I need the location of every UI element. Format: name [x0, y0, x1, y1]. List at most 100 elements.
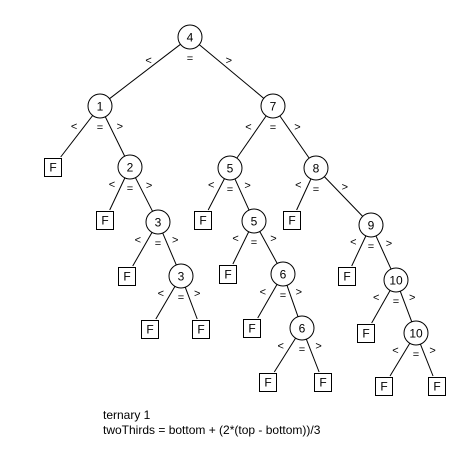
leaf-box [44, 158, 62, 177]
tree-edge [296, 178, 312, 211]
leaf-node: F [192, 320, 210, 339]
tree-edge [207, 178, 225, 211]
greater-than-label: > [194, 288, 200, 300]
leaf-label: F [288, 214, 295, 228]
equals-label: = [313, 184, 319, 196]
node-circle [270, 261, 296, 287]
tree-node: 10 [403, 320, 429, 346]
node-value: 6 [280, 268, 287, 282]
leaf-node: F [118, 267, 136, 286]
tree-edge [162, 232, 177, 266]
less-than-label: < [158, 288, 164, 300]
tree-node: 5 [217, 155, 243, 181]
equals-label: = [393, 296, 399, 308]
tree-edge [259, 231, 278, 264]
greater-than-label: > [315, 340, 321, 352]
equals-label: = [270, 122, 276, 134]
less-than-label: < [71, 121, 77, 133]
tree-edge [286, 285, 299, 317]
leaf-label: F [264, 376, 271, 390]
node-circle [145, 209, 171, 235]
diagram-caption: ternary 1 twoThirds = bottom + (2*(top -… [103, 408, 320, 438]
node-value: 1 [97, 100, 104, 114]
less-than-label: < [208, 180, 214, 192]
tree-edge [305, 339, 320, 373]
greater-than-label: > [294, 121, 300, 133]
greater-than-label: > [409, 292, 415, 304]
tree-node: 8 [303, 155, 329, 181]
leaf-node: F [283, 211, 301, 230]
node-circle [289, 315, 315, 341]
node-circle [217, 155, 243, 181]
less-than-label: < [232, 233, 238, 245]
greater-than-label: > [429, 345, 435, 357]
tree-edge [279, 115, 310, 159]
node-value: 4 [187, 31, 194, 45]
tree-node: 4 [177, 24, 203, 50]
leaf-node: F [357, 324, 375, 343]
leaf-node: F [219, 265, 237, 284]
less-than-label: < [392, 345, 398, 357]
leaf-node: F [96, 211, 114, 230]
leaf-box [338, 267, 356, 286]
leaf-label: F [248, 322, 255, 336]
tree-edge [155, 286, 176, 320]
tree-edge [389, 343, 411, 377]
tree-edge [273, 337, 297, 373]
tree-node: 3 [145, 209, 171, 235]
leaf-label: F [146, 323, 153, 337]
greater-than-label: > [342, 182, 348, 194]
equals-label: = [368, 241, 374, 253]
less-than-label: < [295, 180, 301, 192]
tree-node: 1 [87, 93, 113, 119]
leaf-label: F [380, 380, 387, 394]
equals-label: = [178, 292, 184, 304]
tree-node: 6 [270, 261, 296, 287]
greater-than-label: > [296, 286, 302, 298]
greater-than-label: > [146, 180, 152, 192]
node-circle [241, 208, 267, 234]
tree-edge [232, 231, 250, 265]
leaf-node: F [314, 373, 332, 392]
leaf-box [192, 320, 210, 339]
node-circle [358, 212, 384, 238]
tree-edge [198, 44, 265, 99]
node-value: 3 [178, 270, 185, 284]
tree-edge [323, 176, 364, 217]
greater-than-label: > [117, 121, 123, 133]
leaf-label: F [123, 270, 130, 284]
leaf-node: F [428, 377, 446, 396]
equals-label: = [251, 237, 257, 249]
tree-edge [132, 232, 153, 267]
tree-edge [257, 284, 278, 319]
leaf-node: F [375, 377, 393, 396]
less-than-label: < [350, 236, 356, 248]
leaf-box [219, 265, 237, 284]
node-circle [403, 320, 429, 346]
tree-edge [109, 177, 126, 211]
less-than-label: < [135, 234, 141, 246]
tree-edge [184, 287, 198, 320]
tree-node: 2 [117, 154, 143, 180]
leaf-box [96, 211, 114, 230]
equals-label: = [155, 238, 161, 250]
node-value: 2 [127, 161, 134, 175]
leaf-label: F [319, 376, 326, 390]
leaf-label: F [433, 380, 440, 394]
less-than-label: < [145, 55, 151, 67]
comparison-labels: <=><=><=><=><=><=><=><=><=><=><=><=><=><… [71, 53, 436, 361]
leaf-node: F [243, 319, 261, 338]
node-circle [117, 154, 143, 180]
tree-node: 6 [289, 315, 315, 341]
edges [60, 43, 434, 377]
leaf-label: F [224, 268, 231, 282]
greater-than-label: > [226, 55, 232, 67]
leaf-label: F [101, 214, 108, 228]
node-value: 7 [270, 100, 277, 114]
tree-node: 10 [383, 267, 409, 293]
tree-edge [234, 178, 250, 211]
leaf-box [194, 211, 212, 230]
tree-edge [104, 116, 126, 157]
greater-than-label: > [270, 233, 276, 245]
